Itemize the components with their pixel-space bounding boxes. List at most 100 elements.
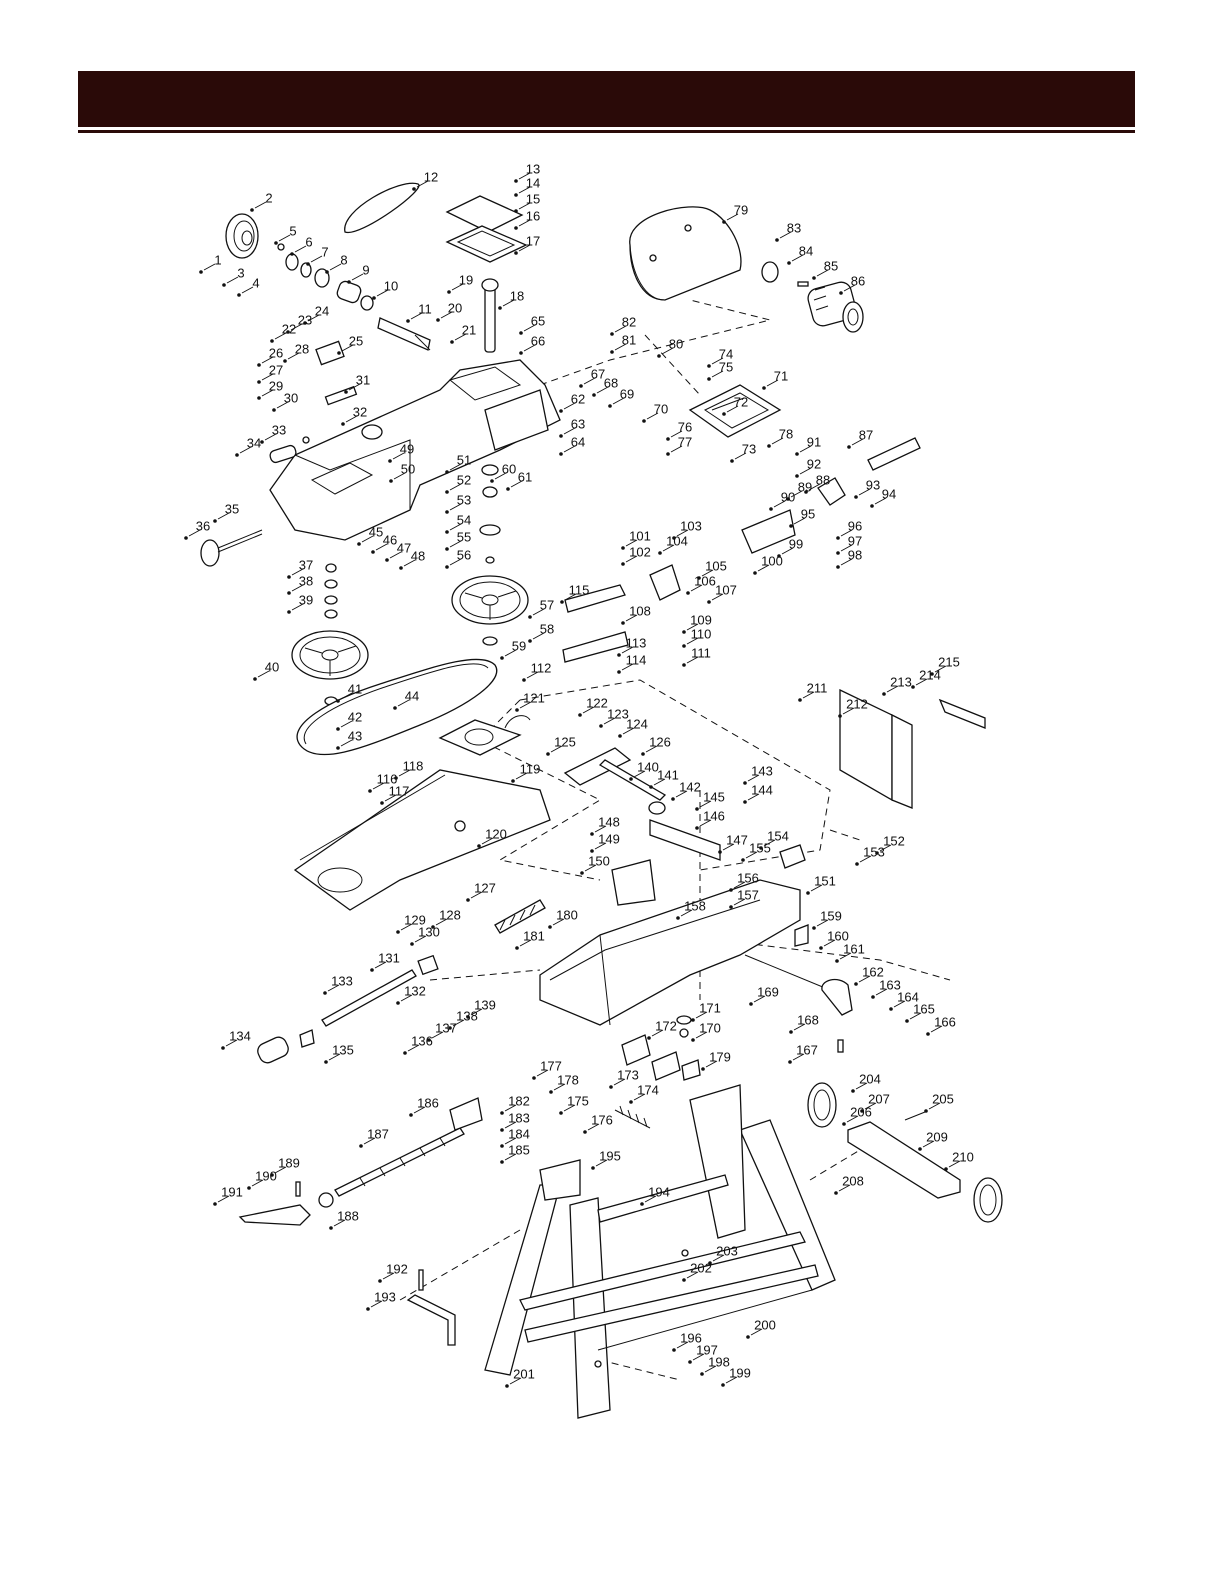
callout-fastener bbox=[642, 419, 646, 423]
callout-fastener bbox=[250, 208, 254, 212]
callout-182: 182 bbox=[500, 1093, 530, 1115]
callout-205: 205 bbox=[924, 1091, 954, 1113]
callout-fastener bbox=[370, 968, 374, 972]
callout-fastener bbox=[812, 926, 816, 930]
callout-number: 150 bbox=[588, 853, 610, 868]
callout-number: 127 bbox=[474, 880, 496, 895]
blade-frame-upper bbox=[269, 278, 561, 541]
callout-132: 132 bbox=[396, 983, 426, 1005]
callout-108: 108 bbox=[621, 603, 651, 625]
callout-leader bbox=[504, 1121, 517, 1129]
callout-17: 17 bbox=[514, 233, 540, 255]
callout-fastener bbox=[889, 1007, 893, 1011]
callout-leader bbox=[294, 245, 307, 253]
callout-fastener bbox=[466, 1015, 470, 1019]
callout-fastener bbox=[578, 713, 582, 717]
callout-83: 83 bbox=[775, 220, 801, 242]
callout-number: 43 bbox=[348, 728, 362, 743]
tension-knob-group bbox=[200, 436, 310, 567]
callout-leader bbox=[622, 727, 635, 735]
callout-158: 158 bbox=[676, 898, 706, 920]
callout-81: 81 bbox=[610, 332, 636, 354]
callout-fastener bbox=[804, 490, 808, 494]
callout-fastener bbox=[769, 507, 773, 511]
switch-group bbox=[614, 1015, 701, 1129]
callout-number: 68 bbox=[604, 375, 618, 390]
callout-fastener bbox=[583, 1130, 587, 1134]
callout-fastener bbox=[834, 1191, 838, 1195]
callout-number: 33 bbox=[272, 422, 286, 437]
callout-97: 97 bbox=[836, 533, 862, 555]
callout-fastener bbox=[477, 844, 481, 848]
callout-fastener bbox=[672, 536, 676, 540]
callout-fastener bbox=[911, 685, 915, 689]
callout-127: 127 bbox=[466, 880, 496, 902]
callout-207: 207 bbox=[860, 1091, 890, 1113]
shutoff-lever bbox=[744, 954, 853, 1053]
callout-fastener bbox=[528, 615, 532, 619]
callout-fastener bbox=[855, 862, 859, 866]
callout-leader bbox=[695, 1031, 708, 1039]
callout-165: 165 bbox=[905, 1001, 935, 1023]
callout-fastener bbox=[213, 519, 217, 523]
callout-number: 61 bbox=[518, 469, 532, 484]
callout-fastener bbox=[287, 610, 291, 614]
callout-fastener bbox=[559, 434, 563, 438]
callout-number: 200 bbox=[754, 1317, 776, 1332]
callout-leader bbox=[553, 1083, 566, 1091]
bearing-stack bbox=[324, 464, 501, 750]
callout-number: 147 bbox=[726, 832, 748, 847]
callout-112: 112 bbox=[522, 660, 552, 682]
callout-fastener bbox=[336, 699, 340, 703]
callout-fastener bbox=[213, 1202, 217, 1206]
callout-number: 54 bbox=[457, 512, 471, 527]
callout-68: 68 bbox=[592, 375, 618, 397]
callout-number: 123 bbox=[607, 706, 629, 721]
callout-number: 111 bbox=[691, 645, 711, 660]
callout-209: 209 bbox=[918, 1129, 948, 1151]
callout-leader bbox=[261, 356, 274, 364]
callout-number: 132 bbox=[404, 983, 426, 998]
callout-leader bbox=[504, 1104, 517, 1112]
callout-fastener bbox=[431, 925, 435, 929]
callout-number: 167 bbox=[796, 1042, 818, 1057]
callout-leader bbox=[351, 273, 364, 281]
callout-leader bbox=[686, 1271, 699, 1279]
callout-number: 189 bbox=[278, 1155, 300, 1170]
callout-fastener bbox=[746, 1335, 750, 1339]
callout-fastener bbox=[409, 1113, 413, 1117]
callout-fastener bbox=[836, 551, 840, 555]
callout-fastener bbox=[380, 801, 384, 805]
callout-number: 37 bbox=[299, 557, 313, 572]
callout-143: 143 bbox=[743, 763, 773, 785]
callout-leader bbox=[504, 649, 517, 657]
callout-9: 9 bbox=[347, 262, 370, 284]
callout-14: 14 bbox=[514, 175, 540, 197]
callout-fastener bbox=[697, 576, 701, 580]
callout-36: 36 bbox=[184, 518, 210, 540]
callout-leader bbox=[407, 1044, 420, 1052]
callout-131: 131 bbox=[370, 950, 400, 972]
callout-fastener bbox=[839, 291, 843, 295]
pivot-arm bbox=[504, 715, 667, 815]
callout-number: 155 bbox=[749, 840, 771, 855]
callout-fastener bbox=[221, 1046, 225, 1050]
callout-number: 60 bbox=[502, 461, 516, 476]
callout-leader bbox=[278, 234, 291, 242]
callout-number: 112 bbox=[531, 660, 552, 675]
blade-wheel-drive bbox=[291, 630, 369, 680]
callout-number: 145 bbox=[703, 789, 725, 804]
callout-110: 110 bbox=[682, 626, 711, 648]
callout-leader bbox=[532, 632, 545, 640]
callout-number: 119 bbox=[520, 761, 541, 776]
callout-leader bbox=[291, 568, 304, 576]
callout-fastener bbox=[506, 487, 510, 491]
callout-leader bbox=[502, 299, 515, 307]
callout-number: 201 bbox=[513, 1366, 535, 1381]
callout-179: 179 bbox=[701, 1049, 731, 1071]
callout-number: 125 bbox=[554, 734, 576, 749]
callout-number: 196 bbox=[680, 1330, 702, 1345]
callout-leader bbox=[661, 347, 674, 355]
callout-leader bbox=[928, 1102, 941, 1110]
